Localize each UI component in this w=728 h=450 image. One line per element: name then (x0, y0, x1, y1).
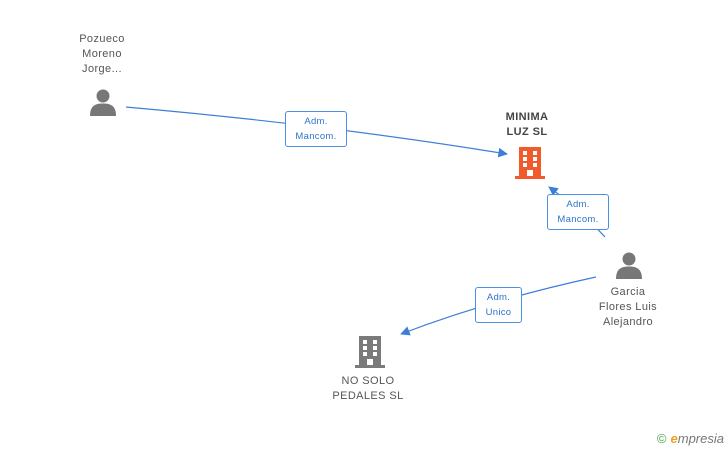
building-icon[interactable] (354, 334, 386, 368)
edge-label-garcia-nosolo[interactable]: Adm. Unico (475, 287, 522, 323)
edge-label-pozueco-minima[interactable]: Adm. Mancom. (285, 111, 347, 147)
company-minima-label[interactable]: MINIMA LUZ SL (505, 111, 549, 138)
person-icon[interactable] (615, 251, 643, 279)
copyright-symbol: © (656, 431, 667, 446)
brand-initial: e (670, 431, 678, 446)
edge-label-garcia-minima[interactable]: Adm. Mancom. (547, 194, 609, 230)
company-nosolo-label[interactable]: NO SOLO PEDALES SL (332, 375, 404, 402)
brand-footer: ©empresia (657, 431, 724, 446)
person-pozueco-label[interactable]: Pozueco Moreno Jorge... (79, 33, 125, 75)
person-garcia-label[interactable]: Garcia Flores Luis Alejandro (598, 286, 658, 328)
building-icon[interactable] (514, 145, 546, 179)
person-icon[interactable] (89, 88, 117, 116)
brand-name: mpresia (677, 431, 724, 446)
